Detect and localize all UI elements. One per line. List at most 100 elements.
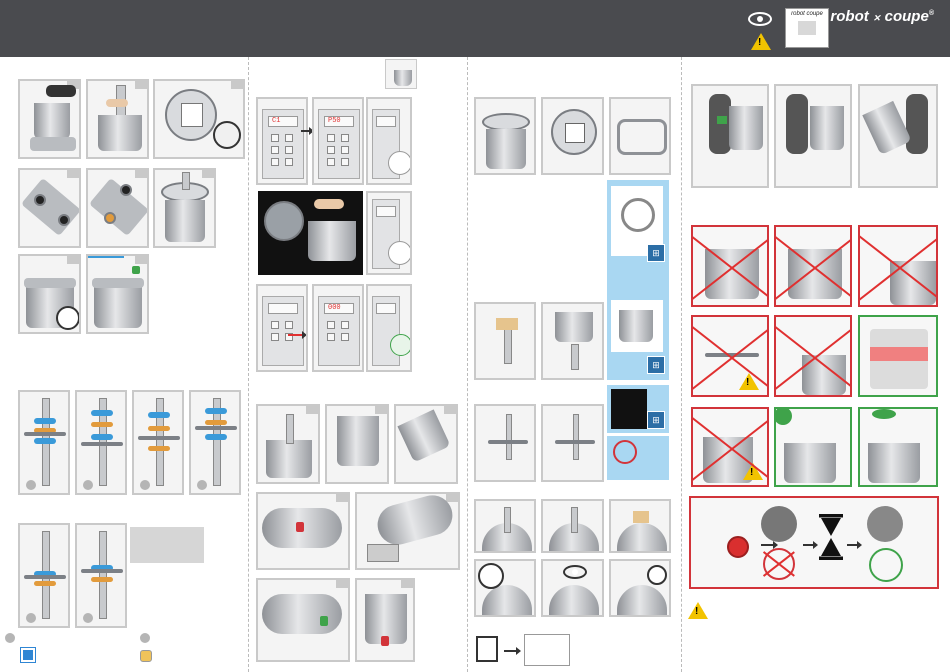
- display-readout: P50: [328, 117, 341, 125]
- step-panel: [474, 559, 536, 617]
- control-panel-step: [366, 97, 412, 185]
- step-panel: [394, 404, 458, 484]
- shaft-assembly-panel: [189, 390, 241, 495]
- arrow-icon: [803, 544, 815, 546]
- info-box: [130, 527, 204, 563]
- cross-icon: [776, 227, 852, 307]
- dishwasher-icon: ⊞: [647, 411, 665, 429]
- step-panel: [18, 254, 81, 334]
- shaft-assembly-panel: [75, 390, 127, 495]
- dark-photo-panel: [258, 191, 363, 275]
- zoom-circle: [647, 565, 667, 585]
- cross-icon: [693, 317, 769, 397]
- fill-level: [870, 347, 928, 361]
- rotating-blade-icon: [761, 506, 797, 542]
- shaft-assembly-panel: [18, 523, 70, 628]
- zoom-circle: [56, 306, 80, 330]
- emergency-stop-icon: [727, 536, 749, 558]
- shaft-assembly-panel: [18, 390, 70, 495]
- step-panel: [18, 79, 81, 159]
- green-arrow-icon: [717, 116, 727, 124]
- operator-figure: [906, 94, 928, 154]
- lifting-panel: [774, 84, 852, 188]
- info-sidebar: ⊞: [607, 385, 669, 433]
- info-sidebar: ⊞ ⊞: [607, 180, 669, 380]
- green-lock-icon: [320, 616, 328, 626]
- gasket: [617, 119, 667, 155]
- step-panel: [153, 168, 216, 248]
- cross-icon: [693, 409, 769, 487]
- forbidden-panel: [858, 225, 938, 307]
- arrow-icon: [301, 130, 311, 132]
- thumbnail-panel: [385, 59, 417, 89]
- step-panel: [256, 492, 350, 570]
- legend-marker: [5, 633, 15, 643]
- warning-icon: !: [688, 602, 708, 619]
- control-panel-step: [366, 191, 412, 275]
- cross-icon: [776, 317, 852, 397]
- stopped-blade-icon: [867, 506, 903, 542]
- display-readout: C1: [272, 117, 280, 125]
- wipe-cloth: [496, 318, 518, 330]
- arrow-icon: [847, 544, 859, 546]
- allowed-touch-icon: [869, 548, 903, 582]
- lifting-panel: [858, 84, 938, 188]
- manual-icon: [524, 634, 570, 666]
- step-panel: [541, 302, 604, 380]
- green-knob-icon: [774, 407, 792, 425]
- red-lock-icon: [381, 636, 389, 646]
- step-panel: [86, 168, 149, 248]
- column-divider: [248, 57, 249, 672]
- allowed-panel: [858, 315, 938, 397]
- step-panel: [474, 499, 536, 553]
- control-panel-step: [366, 284, 412, 372]
- manual-illustration: [798, 21, 816, 35]
- green-lid-icon: [872, 409, 896, 419]
- forbidden-panel: [774, 225, 852, 307]
- manual-title: robot coupe: [786, 11, 828, 17]
- arrow-icon: [761, 544, 775, 546]
- control-panel-step: P50: [312, 97, 364, 185]
- step-panel: [541, 499, 604, 553]
- wipe-cloth: [633, 511, 649, 523]
- step-panel: [86, 254, 149, 334]
- drain-tray: [367, 544, 399, 562]
- step-panel: [256, 578, 350, 662]
- arrow-icon: [504, 650, 518, 652]
- dishwasher-icon: ⊞: [647, 356, 665, 374]
- pressure-window: [565, 123, 585, 143]
- operator-figure: [786, 94, 808, 154]
- green-indicator-icon: [390, 334, 412, 356]
- zoom-circle: [388, 151, 412, 175]
- brand-mark: ®: [929, 10, 934, 17]
- cross-icon: [693, 227, 769, 307]
- control-panel-step: C1: [256, 97, 308, 185]
- forbidden-panel: [774, 315, 852, 397]
- shaft-assembly-panel: [75, 523, 127, 628]
- display-readout: 000: [328, 304, 341, 312]
- operator-figure: [709, 94, 731, 154]
- brand-word-2: coupe: [885, 8, 929, 25]
- step-panel: [474, 302, 536, 380]
- step-panel: [153, 79, 245, 159]
- blade-safety-panel: [689, 496, 939, 589]
- control-panel-step: 000: [312, 284, 364, 372]
- step-panel: [609, 499, 671, 553]
- shaft-assembly-panel: [132, 390, 184, 495]
- brand-word-1: robot: [830, 8, 868, 25]
- battery-icon: [476, 636, 498, 662]
- brand-separator: ✕: [873, 13, 881, 23]
- no-dishwasher-icon: [613, 440, 637, 464]
- warning-icon: !: [751, 33, 771, 50]
- step-panel: [541, 404, 604, 482]
- zoom-circle: [388, 241, 412, 265]
- zoom-circle: [213, 121, 241, 149]
- red-lock-icon: [296, 522, 304, 532]
- control-panel-step: [256, 284, 308, 372]
- step-panel: [474, 404, 536, 482]
- step-panel: [474, 97, 536, 175]
- dishwasher-icon: ⊞: [647, 244, 665, 262]
- step-panel: [18, 168, 81, 248]
- column-divider: [467, 57, 468, 672]
- step-panel: [355, 492, 460, 570]
